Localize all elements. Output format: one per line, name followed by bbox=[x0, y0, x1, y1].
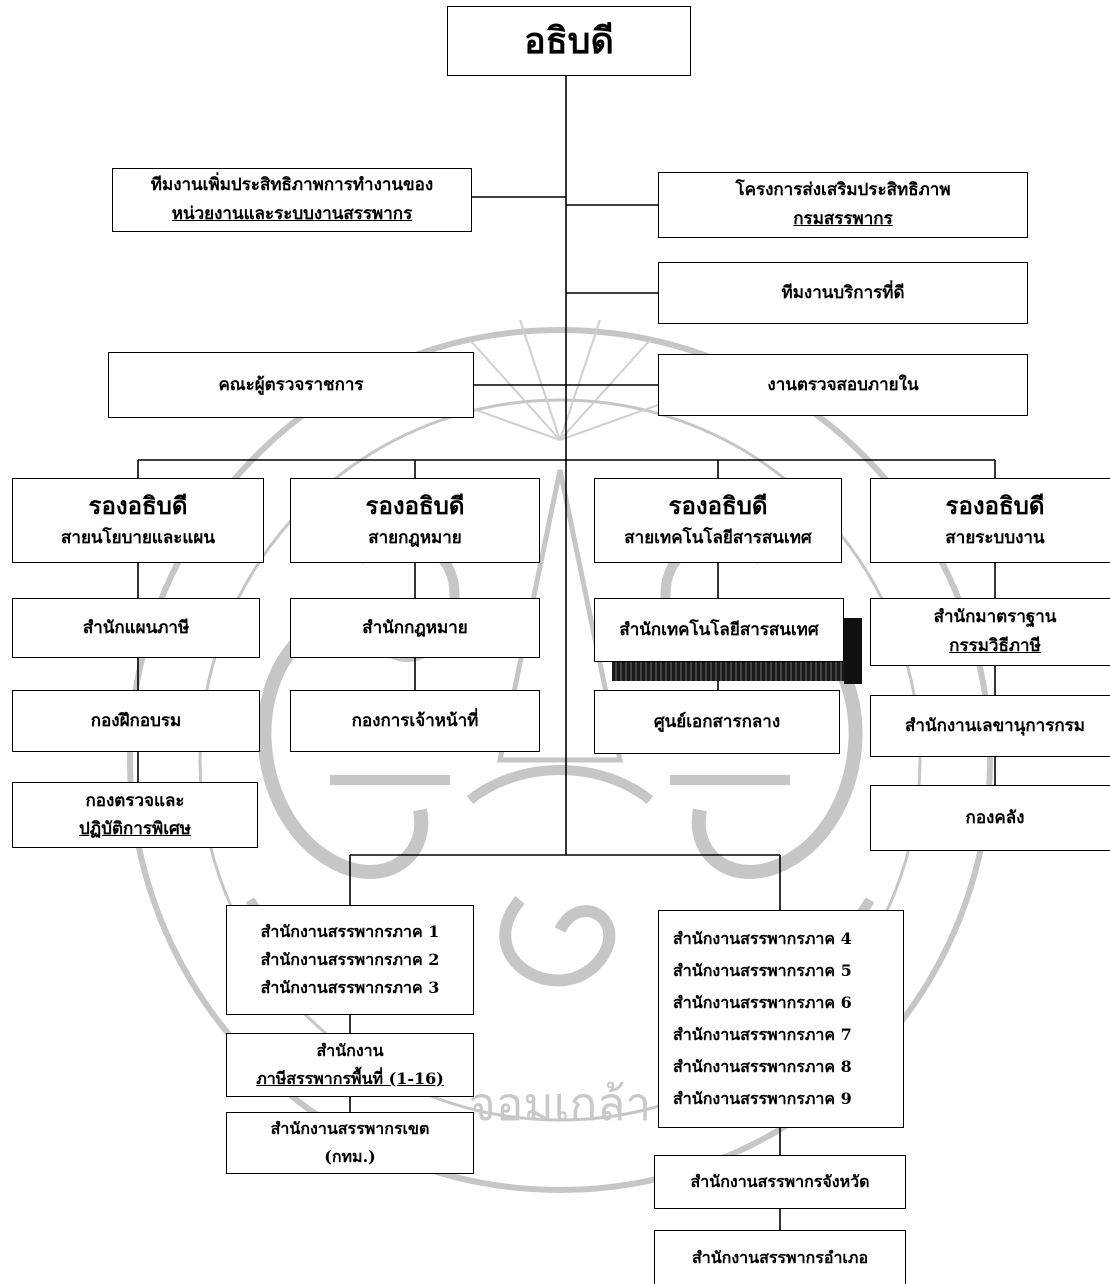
deputy-systems-line: สายระบบงาน bbox=[945, 527, 1045, 548]
personnel-division-box: กองการเจ้าหน้าที่ bbox=[290, 690, 540, 752]
district-offices-line-2: (กทม.) bbox=[324, 1147, 376, 1166]
legal-bureau-label: สำนักกฎหมาย bbox=[362, 618, 468, 638]
deputy-it-box: รองอธิบดี สายเทคโนโลยีสารสนเทศ bbox=[594, 478, 842, 563]
efficiency-project-line-1: โครงการส่งเสริมประสิทธิภาพ bbox=[735, 180, 951, 200]
efficiency-team-line-2: หน่วยงานและระบบงานสรรพากร bbox=[171, 204, 413, 224]
regional-offices-1-3-box: สำนักงานสรรพากรภาค 1 สำนักงานสรรพากรภาค … bbox=[226, 905, 474, 1015]
tax-planning-bureau-box: สำนักแผนภาษี bbox=[12, 598, 260, 658]
service-team-box: ทีมงานบริการที่ดี bbox=[658, 262, 1028, 324]
regional-office-2: สำนักงานสรรพากรภาค 2 bbox=[260, 950, 440, 969]
area-offices-box: สำนักงาน ภาษีสรรพากรพื้นที่ (1-16) bbox=[226, 1033, 474, 1097]
regional-office-8: สำนักงานสรรพากรภาค 8 bbox=[673, 1057, 852, 1076]
tax-standards-bureau-box: สำนักมาตราฐาน กรรมวิธีภาษี bbox=[870, 598, 1110, 666]
watermark-text: จอมเกล้า bbox=[469, 1077, 652, 1131]
central-documents-box: ศูนย์เอกสารกลาง bbox=[594, 690, 840, 754]
deputy-systems-box: รองอธิบดี สายระบบงาน bbox=[870, 478, 1110, 563]
it-bureau-label: สำนักเทคโนโลยีสารสนเทศ bbox=[619, 620, 819, 640]
inspectors-label: คณะผู้ตรวจราชการ bbox=[218, 375, 364, 395]
special-operations-line-1: กองตรวจและ bbox=[85, 791, 185, 811]
internal-audit-box: งานตรวจสอบภายใน bbox=[658, 354, 1028, 416]
training-division-label: กองฝึกอบรม bbox=[90, 711, 182, 731]
regional-offices-4-9-box: สำนักงานสรรพากรภาค 4 สำนักงานสรรพากรภาค … bbox=[658, 910, 904, 1128]
personnel-division-label: กองการเจ้าหน้าที่ bbox=[351, 711, 479, 731]
inspectors-box: คณะผู้ตรวจราชการ bbox=[108, 352, 474, 418]
district-offices-bkk-box: สำนักงานสรรพากรเขต (กทม.) bbox=[226, 1112, 474, 1174]
special-operations-line-2: ปฏิบัติการพิเศษ bbox=[78, 819, 192, 839]
regional-office-7: สำนักงานสรรพากรภาค 7 bbox=[673, 1025, 852, 1044]
secretary-office-box: สำนักงานเลขานุการกรม bbox=[870, 695, 1110, 757]
district-offices-line-1: สำนักงานสรรพากรเขต bbox=[270, 1119, 430, 1138]
tax-standards-line-2: กรรมวิธีภาษี bbox=[949, 636, 1041, 656]
efficiency-project-line-2: กรมสรรพากร bbox=[793, 209, 893, 229]
finance-division-box: กองคลัง bbox=[870, 785, 1110, 851]
central-documents-label: ศูนย์เอกสารกลาง bbox=[653, 712, 781, 732]
efficiency-project-box: โครงการส่งเสริมประสิทธิภาพ กรมสรรพากร bbox=[658, 172, 1028, 238]
regional-office-3: สำนักงานสรรพากรภาค 3 bbox=[260, 978, 440, 997]
efficiency-team-box: ทีมงานเพิ่มประสิทธิภาพการทำงานของ หน่วยง… bbox=[112, 168, 472, 232]
regional-office-9: สำนักงานสรรพากรภาค 9 bbox=[673, 1089, 852, 1108]
service-team-label: ทีมงานบริการที่ดี bbox=[781, 283, 905, 303]
area-offices-line-1: สำนักงาน bbox=[316, 1041, 384, 1060]
provincial-office-label: สำนักงานสรรพากรจังหวัด bbox=[690, 1172, 870, 1191]
district-office-label: สำนักงานสรรพากรอำเภอ bbox=[691, 1247, 869, 1267]
deputy-policy-box: รองอธิบดี สายนโยบายและแผน bbox=[12, 478, 264, 563]
director-general-box: อธิบดี bbox=[447, 6, 691, 76]
tax-planning-bureau-label: สำนักแผนภาษี bbox=[82, 618, 190, 638]
deputy-systems-title: รองอธิบดี bbox=[945, 490, 1045, 520]
deputy-policy-title: รองอธิบดี bbox=[88, 490, 188, 520]
deputy-it-title: รองอธิบดี bbox=[668, 490, 768, 520]
deputy-law-box: รองอธิบดี สายกฎหมาย bbox=[290, 478, 540, 563]
deputy-law-title: รองอธิบดี bbox=[365, 490, 465, 520]
regional-office-6: สำนักงานสรรพากรภาค 6 bbox=[673, 993, 852, 1012]
efficiency-team-line-1: ทีมงานเพิ่มประสิทธิภาพการทำงานของ bbox=[150, 175, 434, 195]
district-office-box: สำนักงานสรรพากรอำเภอ bbox=[654, 1230, 906, 1284]
provincial-office-box: สำนักงานสรรพากรจังหวัด bbox=[654, 1155, 906, 1209]
deputy-policy-line: สายนโยบายและแผน bbox=[61, 527, 215, 548]
it-bureau-box: สำนักเทคโนโลยีสารสนเทศ bbox=[594, 598, 844, 662]
internal-audit-label: งานตรวจสอบภายใน bbox=[767, 375, 919, 395]
deputy-law-line: สายกฎหมาย bbox=[368, 527, 462, 548]
regional-office-4: สำนักงานสรรพากรภาค 4 bbox=[673, 929, 852, 948]
regional-office-1: สำนักงานสรรพากรภาค 1 bbox=[260, 922, 440, 941]
secretary-office-label: สำนักงานเลขานุการกรม bbox=[905, 716, 1085, 736]
redacted-block-edge bbox=[844, 618, 862, 684]
special-operations-box: กองตรวจและ ปฏิบัติการพิเศษ bbox=[12, 782, 258, 848]
training-division-box: กองฝึกอบรม bbox=[12, 690, 260, 752]
regional-office-5: สำนักงานสรรพากรภาค 5 bbox=[673, 961, 852, 980]
finance-division-label: กองคลัง bbox=[965, 808, 1025, 828]
area-offices-line-2: ภาษีสรรพากรพื้นที่ (1-16) bbox=[256, 1069, 444, 1088]
deputy-it-line: สายเทคโนโลยีสารสนเทศ bbox=[624, 527, 812, 548]
legal-bureau-box: สำนักกฎหมาย bbox=[290, 598, 540, 658]
tax-standards-line-1: สำนักมาตราฐาน bbox=[933, 607, 1057, 627]
director-general-title: อธิบดี bbox=[524, 20, 614, 62]
